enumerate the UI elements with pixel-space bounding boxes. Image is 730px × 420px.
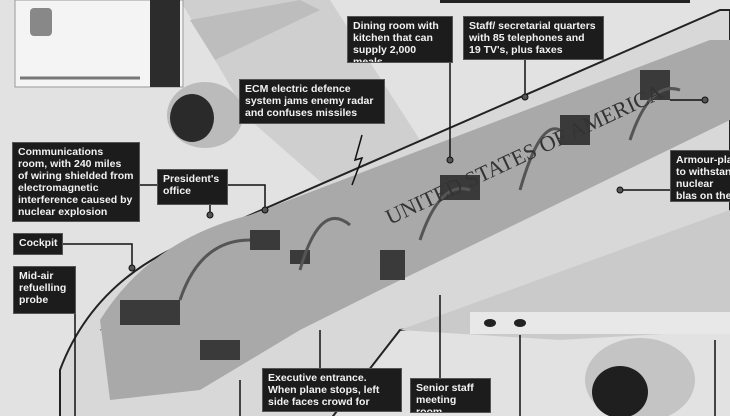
label-presidents-office: President's office: [157, 169, 228, 205]
label-senior-staff-meeting-room: Senior staff meeting room: [410, 378, 491, 413]
label-staff-quarters: Staff/ secretarial quarters with 85 tele…: [463, 16, 604, 60]
label-ecm-defence: ECM electric defence system jams enemy r…: [239, 79, 385, 124]
label-dining-room: Dining room with kitchen that can supply…: [347, 16, 453, 63]
label-executive-entrance: Executive entrance. When plane stops, le…: [262, 368, 402, 412]
label-armour-plated: Armour-pla to withstan nuclear blas on t…: [670, 150, 730, 202]
label-refuelling-probe: Mid-air refuelling probe: [13, 266, 76, 314]
lower-wing: [400, 210, 730, 340]
label-cockpit: Cockpit: [13, 233, 63, 255]
bottom-margin: [0, 416, 730, 420]
label-communications-room: Communications room, with 240 miles of w…: [12, 142, 140, 222]
